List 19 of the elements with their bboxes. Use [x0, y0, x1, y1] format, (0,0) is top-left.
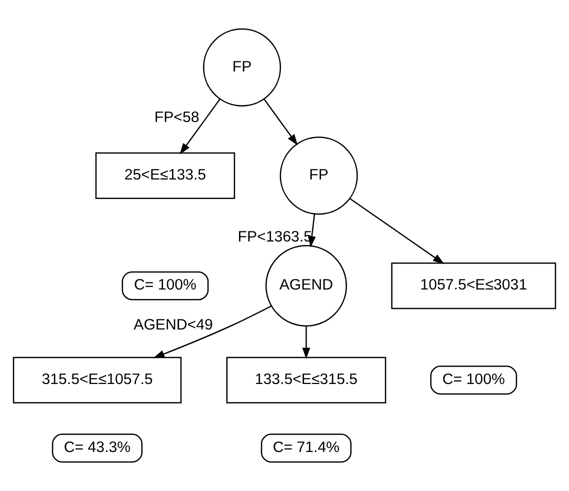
node-box: C= 100%	[430, 366, 518, 395]
node-circle: FP	[203, 28, 282, 106]
node-box: 1057.5<E≤3031	[391, 262, 556, 310]
node-box: C= 71.4%	[260, 434, 352, 463]
arrow	[349, 198, 444, 264]
edge-label: FP<1363.5	[238, 228, 312, 246]
node-box: C= 43.3%	[52, 434, 143, 463]
node-circle: FP	[280, 136, 358, 215]
node-box: C= 100%	[122, 271, 209, 300]
arrow	[264, 98, 298, 146]
edge-label: AGEND<49	[134, 316, 213, 334]
node-box: 25<E≤133.5	[95, 152, 236, 199]
node-box: 315.5<E≤1057.5	[12, 356, 182, 404]
arrow	[302, 326, 310, 360]
arrow	[180, 98, 220, 155]
node-circle: AGEND	[265, 245, 348, 327]
edge-label: FP<58	[154, 109, 200, 126]
node-box: 133.5<E≤315.5	[226, 356, 386, 404]
arrow	[153, 305, 272, 358]
